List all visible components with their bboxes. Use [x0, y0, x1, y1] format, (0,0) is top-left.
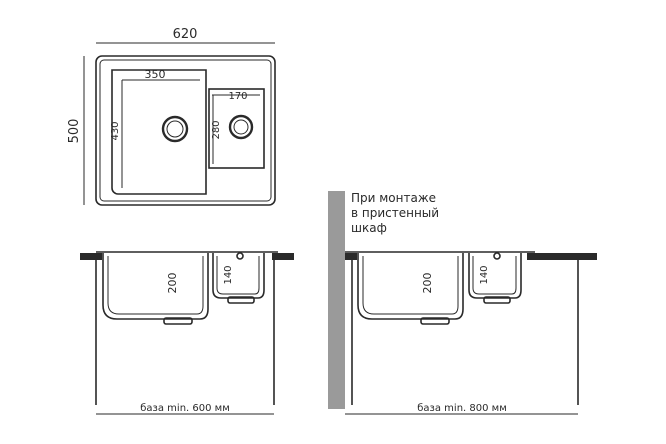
overflow-icon [236, 252, 244, 260]
wall-countertop-right [527, 253, 597, 260]
wall-small-bowl-profile [468, 253, 522, 299]
small-bowl-profile [212, 253, 265, 299]
small-bowl-profile-inner [216, 256, 260, 295]
main-bowl-drain-inner-icon [166, 120, 184, 138]
main-bowl-profile [102, 253, 209, 320]
front-view: 200 140 база min. 600 мм [80, 251, 294, 415]
top-view: 620 500 350 430 170 280 [67, 27, 276, 206]
wall-base-min-label: база min. 800 мм [417, 403, 507, 414]
small-bowl-outline [208, 88, 265, 169]
wall-note-line2: в пристенный [351, 206, 439, 220]
wall-small-bowl-height-label: 140 [479, 265, 490, 284]
main-bowl-height-label: 200 [166, 273, 179, 294]
wall-main-bowl-height-label: 200 [421, 273, 434, 294]
base-min-label: база min. 600 мм [140, 403, 230, 414]
small-bowl-drain-pipe [227, 296, 255, 304]
wall-note-line1: При монтаже [351, 191, 436, 205]
overall-depth-label: 500 [67, 119, 82, 144]
sink-outer-outline-inner [99, 59, 272, 202]
wall-small-bowl-drain-pipe [483, 296, 511, 304]
main-bowl-outline [111, 69, 207, 195]
main-bowl-width-label: 350 [145, 68, 166, 81]
small-bowl-depth-label: 280 [211, 120, 222, 139]
wall-countertop-left [345, 253, 357, 260]
main-bowl-drain-icon [161, 115, 189, 143]
main-bowl-drain-pipe [163, 317, 193, 325]
wall-mount-view: При монтаже в пристенный шкаф 200 140 ба… [328, 191, 597, 415]
wall-note-line3: шкаф [351, 221, 387, 235]
wall-note: При монтаже в пристенный шкаф [351, 191, 443, 235]
main-bowl-profile-inner [107, 256, 204, 315]
wall-small-bowl-profile-inner [472, 256, 517, 295]
wall-main-bowl-drain-pipe [420, 317, 450, 325]
overall-width-label: 620 [173, 27, 198, 42]
sink-outer-outline [95, 55, 276, 206]
small-bowl-drain-icon [228, 114, 254, 140]
main-bowl-depth-label: 430 [110, 121, 121, 140]
wall-block [328, 191, 345, 409]
wall-main-bowl-profile [357, 253, 464, 320]
wall-overflow-icon [493, 252, 501, 260]
small-bowl-height-label: 140 [223, 265, 234, 284]
countertop-right [272, 253, 294, 260]
small-bowl-drain-inner-icon [233, 119, 249, 135]
countertop-left [80, 253, 102, 260]
wall-main-bowl-profile-inner [362, 256, 459, 315]
small-bowl-width-label: 170 [228, 91, 247, 102]
